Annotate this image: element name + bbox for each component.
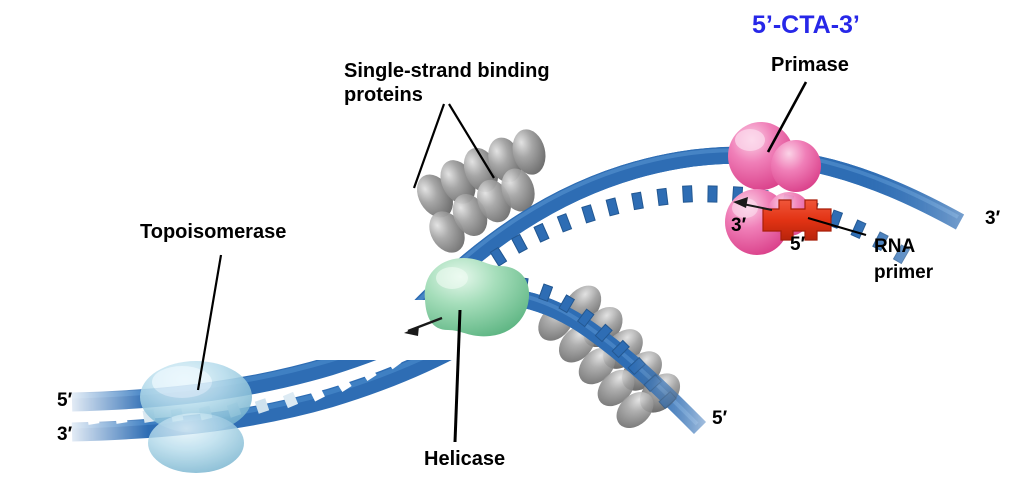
leader-rna-primer (807, 216, 867, 237)
end-label-right-bottom: 5′ (712, 408, 728, 429)
rna-primer-label-line2: primer (874, 262, 934, 283)
end-label-left-top: 5′ (57, 390, 73, 411)
leader-ssb-1 (412, 103, 446, 189)
end-label-primer-left: 3′ (731, 215, 747, 236)
direction-arrows (404, 197, 773, 336)
rna-primer-block (762, 199, 832, 241)
leader-ssb-2 (448, 103, 495, 179)
topoisomerase-label: Topoisomerase (140, 221, 287, 243)
end-label-primer-right: 5′ (790, 234, 806, 255)
base-pair-rungs (86, 313, 470, 425)
end-label-left-bottom: 3′ (57, 424, 73, 445)
ssb-label-line1: Single-strand binding (344, 60, 550, 82)
helicase-enzyme (424, 258, 530, 337)
helicase-label: Helicase (424, 448, 506, 470)
parental-double-strand (71, 289, 491, 442)
rna-primer-label-line1: RNA (874, 236, 916, 257)
end-label-right-top: 3′ (985, 208, 1001, 229)
leader-primase (766, 81, 808, 153)
primase-label: Primase (771, 54, 849, 76)
primer-sequence-label: 5’-CTA-3’ (752, 11, 860, 39)
leader-helicase (453, 309, 462, 443)
leader-lines (196, 81, 867, 443)
ssb-protein-cluster-upper (416, 129, 546, 253)
ssb-label-line2: proteins (344, 84, 423, 106)
leader-topoisomerase (196, 254, 223, 391)
topoisomerase-enzyme (140, 361, 252, 473)
primer-extension-arrow (733, 197, 773, 211)
helicase-direction-arrow (404, 316, 443, 336)
